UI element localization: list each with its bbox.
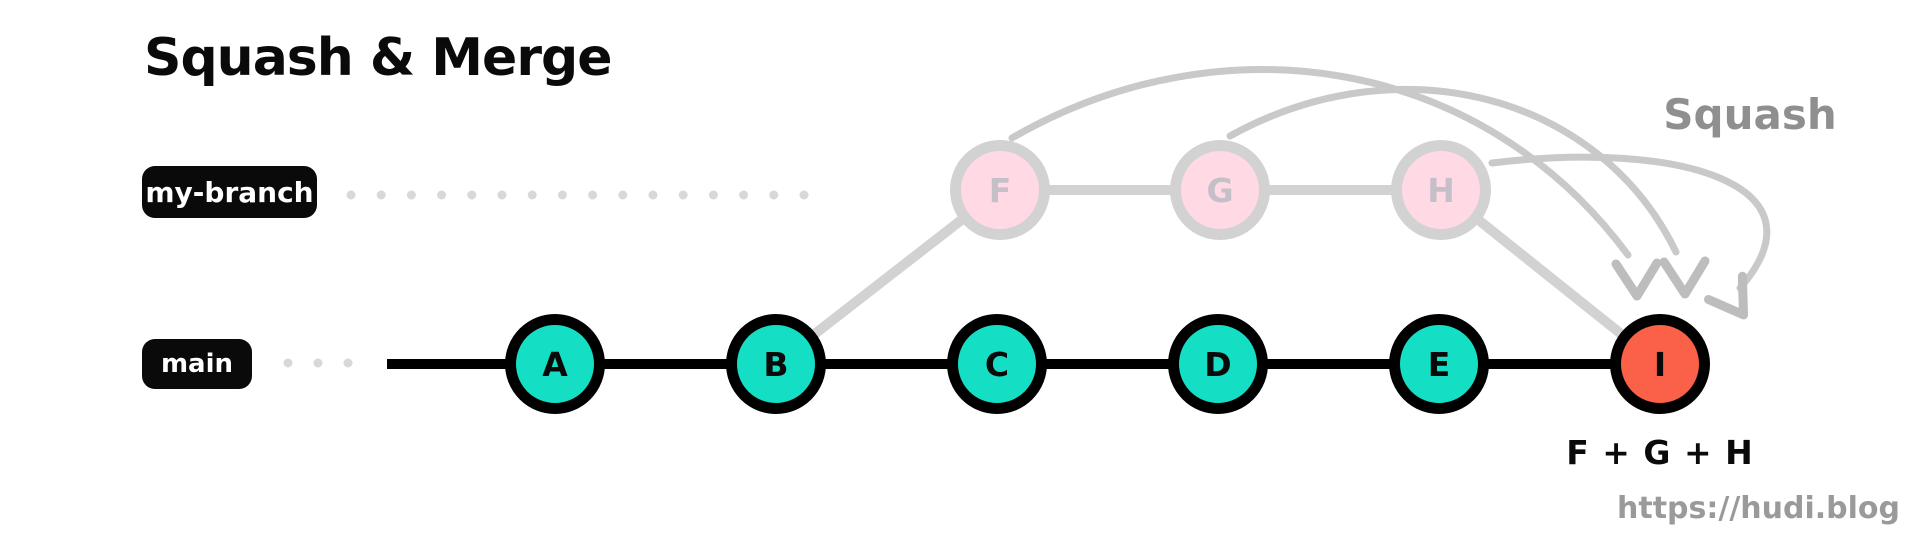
commit-label: D bbox=[1204, 344, 1232, 384]
feature-branch-label: my-branch bbox=[142, 166, 317, 218]
page-title: Squash & Merge bbox=[144, 28, 612, 88]
squash-arc-from-h bbox=[1488, 153, 1771, 292]
commit-node-e: E bbox=[1389, 314, 1489, 414]
commit-label: G bbox=[1206, 170, 1234, 210]
commit-node-g: G bbox=[1170, 140, 1270, 240]
commit-label: A bbox=[542, 344, 568, 384]
squash-arc-from-f bbox=[1008, 66, 1632, 259]
commit-node-f: F bbox=[950, 140, 1050, 240]
commit-label: F bbox=[988, 170, 1012, 210]
squash-result-label: F + G + H bbox=[1566, 433, 1754, 472]
commit-node-b: B bbox=[726, 314, 826, 414]
commit-node-h: H bbox=[1391, 140, 1491, 240]
commit-label: H bbox=[1427, 170, 1455, 210]
arrowhead-icon bbox=[1704, 271, 1749, 320]
commit-label: C bbox=[984, 344, 1010, 384]
commit-node-c: C bbox=[947, 314, 1047, 414]
commit-node-a: A bbox=[505, 314, 605, 414]
squash-arc-from-g bbox=[1226, 85, 1680, 256]
main-branch-label: main bbox=[142, 339, 252, 389]
commit-label: B bbox=[763, 344, 789, 384]
squash-annotation: Squash bbox=[1663, 90, 1837, 139]
commit-node-i-merge: I bbox=[1610, 314, 1710, 414]
commit-label: E bbox=[1427, 344, 1451, 384]
arrowhead-icon bbox=[1659, 256, 1710, 299]
commit-label: I bbox=[1653, 344, 1667, 384]
arrowhead-icon bbox=[1611, 258, 1662, 301]
watermark-url: https://hudi.blog bbox=[1617, 491, 1900, 526]
commit-node-d: D bbox=[1168, 314, 1268, 414]
